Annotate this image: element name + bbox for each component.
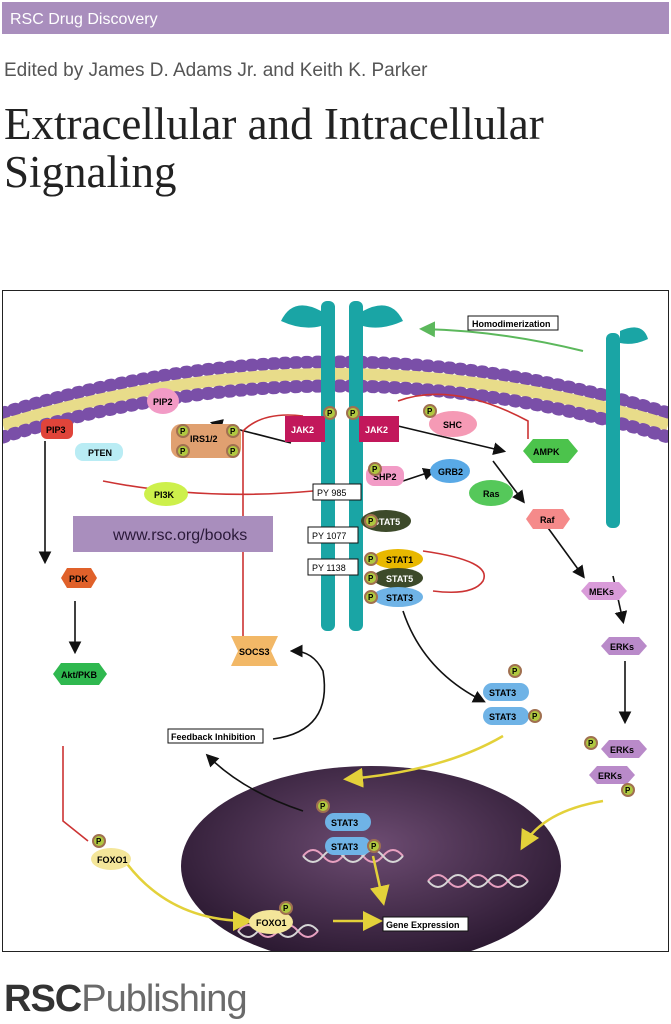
cover-illustration: www.rsc.org/books Homodimerization Feedb… xyxy=(2,290,669,952)
receptor-monomer xyxy=(606,327,648,528)
foxo1-nuc-node: FOXO1 xyxy=(256,918,287,928)
py1077-label: PY 1077 xyxy=(312,531,346,541)
svg-text:P: P xyxy=(230,427,236,436)
svg-text:P: P xyxy=(180,427,186,436)
stat3-a-node: STAT3 xyxy=(489,688,516,698)
phosphate-markers: P P P P P P P P P P P P P P P P P P P P xyxy=(92,404,635,915)
svg-text:P: P xyxy=(371,842,377,851)
homodimerization-label: Homodimerization xyxy=(472,319,551,329)
svg-text:P: P xyxy=(625,786,631,795)
svg-text:P: P xyxy=(368,593,374,602)
dna-helix-icon xyxy=(237,849,529,938)
series-label: RSC Drug Discovery xyxy=(10,11,158,28)
receptor-dimer xyxy=(281,301,403,631)
svg-text:P: P xyxy=(283,904,289,913)
pi3k-node: PI3K xyxy=(154,490,175,500)
pip3-node: PIP3 xyxy=(46,425,66,435)
ampk-node: AMPK xyxy=(533,447,560,457)
nucleus xyxy=(181,766,561,951)
shp2-node: SHP2 xyxy=(373,472,397,482)
stat5-top-node: STAT5 xyxy=(373,517,400,527)
svg-text:P: P xyxy=(327,409,333,418)
svg-text:P: P xyxy=(368,555,374,564)
erks-node: ERKs xyxy=(610,642,634,652)
shc-node: SHC xyxy=(443,420,463,430)
gene-expression-label: Gene Expression xyxy=(386,920,460,930)
foxo1-node: FOXO1 xyxy=(97,855,128,865)
svg-text:P: P xyxy=(350,409,356,418)
jak2-left-node: JAK2 xyxy=(291,425,314,435)
erks-b-node: ERKs xyxy=(598,771,622,781)
svg-text:P: P xyxy=(372,465,378,474)
svg-text:P: P xyxy=(320,802,326,811)
translocation-arrows xyxy=(116,734,604,931)
svg-text:P: P xyxy=(588,739,594,748)
book-title: Extracellular and Intracellular Signalin… xyxy=(4,100,544,196)
pathway-arrows xyxy=(38,419,632,812)
feedback-inhibition-label: Feedback Inhibition xyxy=(171,732,256,742)
inhibition-lines xyxy=(62,393,529,842)
irs-node: IRS1/2 xyxy=(190,434,218,444)
series-banner: RSC Drug Discovery xyxy=(2,2,669,34)
svg-text:P: P xyxy=(180,447,186,456)
meks-node: MEKs xyxy=(589,587,614,597)
pten-node: PTEN xyxy=(88,448,112,458)
erks-a-node: ERKs xyxy=(610,745,634,755)
publisher-regular: Publishing xyxy=(81,978,247,1020)
stat3-mid-node: STAT3 xyxy=(386,593,413,603)
svg-text:P: P xyxy=(230,447,236,456)
publisher-logo: RSCPublishing xyxy=(4,978,248,1021)
pip2-node: PIP2 xyxy=(153,397,173,407)
akt-node: Akt/PKB xyxy=(61,670,98,680)
title-line-2: Signaling xyxy=(4,147,177,197)
svg-text:P: P xyxy=(512,667,518,676)
ras-node: Ras xyxy=(483,489,500,499)
raf-node: Raf xyxy=(540,515,556,525)
svg-text:P: P xyxy=(96,837,102,846)
stat3-b-node: STAT3 xyxy=(489,712,516,722)
pathway-nodes: PIP3 PIP2 PTEN IRS1/2 PI3K JAK2 JAK2 SHC… xyxy=(41,388,647,934)
svg-text:P: P xyxy=(368,517,374,526)
svg-text:P: P xyxy=(427,407,433,416)
url-banner[interactable] xyxy=(73,516,273,552)
url-banner-text[interactable]: www.rsc.org/books xyxy=(112,527,247,544)
signaling-diagram: www.rsc.org/books Homodimerization Feedb… xyxy=(3,301,668,951)
stat1-node: STAT1 xyxy=(386,555,413,565)
jak2-right-node: JAK2 xyxy=(365,425,388,435)
stat3-nuc-a-node: STAT3 xyxy=(331,818,358,828)
stat5-mid-node: STAT5 xyxy=(386,574,413,584)
py1138-label: PY 1138 xyxy=(312,563,346,573)
title-line-1: Extracellular and Intracellular xyxy=(4,99,544,149)
editors-line: Edited by James D. Adams Jr. and Keith K… xyxy=(4,60,428,81)
svg-text:P: P xyxy=(368,574,374,583)
stat3-nuc-b-node: STAT3 xyxy=(331,842,358,852)
socs3-node: SOCS3 xyxy=(239,647,270,657)
pdk-node: PDK xyxy=(69,574,89,584)
publisher-bold: RSC xyxy=(4,978,82,1020)
py985-label: PY 985 xyxy=(317,488,346,498)
grb2-node: GRB2 xyxy=(438,467,463,477)
cell-membrane xyxy=(3,355,668,444)
svg-text:P: P xyxy=(532,712,538,721)
